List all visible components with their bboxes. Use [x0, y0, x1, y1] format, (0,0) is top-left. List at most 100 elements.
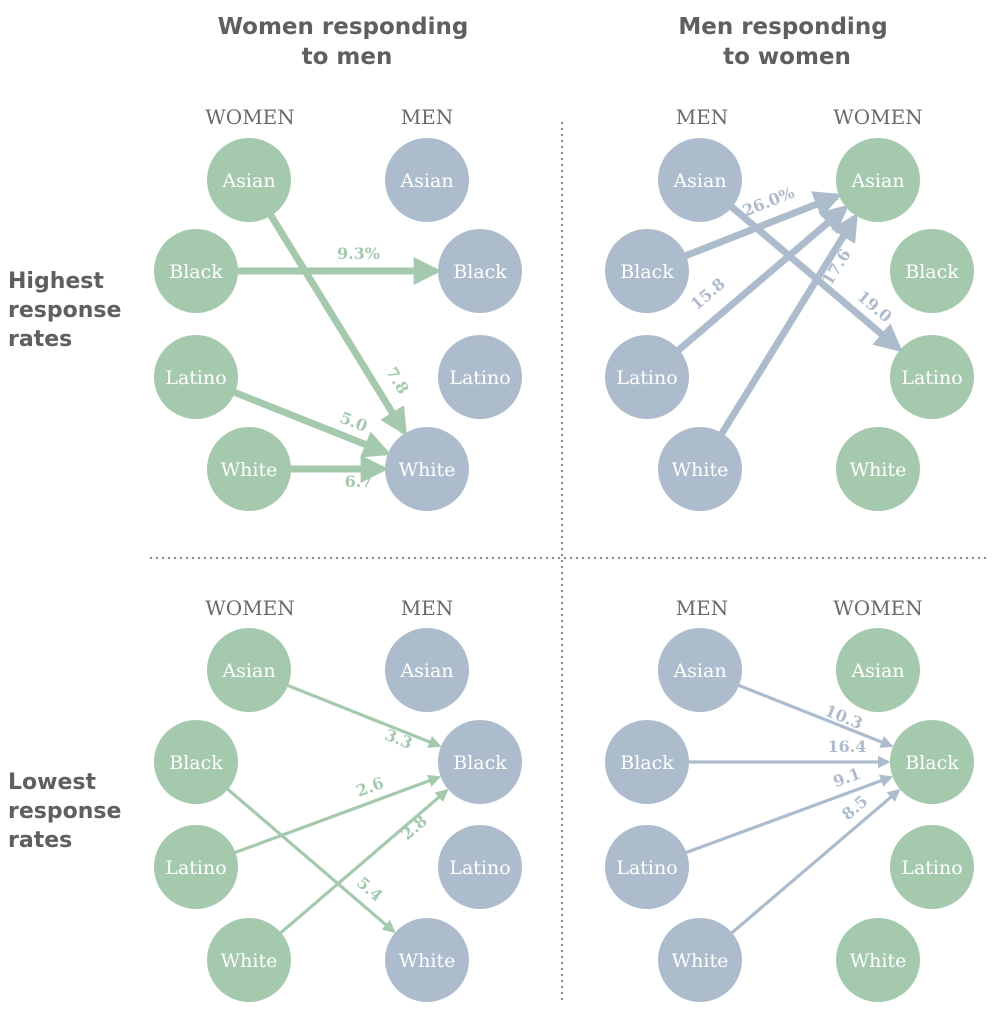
node-label: Black — [453, 752, 507, 774]
row-label-highest-line-2: response — [8, 298, 121, 323]
arrow-value-label: 9.1 — [830, 764, 863, 791]
node-label: Black — [169, 752, 223, 774]
arrow-value-label: 2.8 — [397, 811, 431, 844]
node-label: Black — [620, 752, 674, 774]
node-bottom-left-left-latino: Latino — [154, 825, 238, 909]
node-label: White — [850, 459, 907, 481]
arrow-value-label: 3.3 — [382, 725, 415, 753]
node-label: Latino — [616, 857, 677, 879]
arrow-bottom-left-black-to-white — [222, 784, 396, 934]
node-label: Latino — [901, 367, 962, 389]
node-circle — [438, 720, 522, 804]
node-circle — [605, 720, 689, 804]
node-label: Latino — [165, 857, 226, 879]
panel-bottom-left-right-header: MEN — [401, 596, 454, 620]
node-label: Latino — [616, 367, 677, 389]
node-label: Latino — [449, 857, 510, 879]
row-label-lowest-line-3: rates — [8, 828, 72, 853]
panel-top-right-left-header: MEN — [676, 105, 729, 129]
node-top-right-right-asian: Asian — [836, 138, 920, 222]
node-label: White — [221, 950, 278, 972]
node-label: Asian — [221, 170, 275, 192]
node-circle — [890, 335, 974, 419]
node-bottom-left-right-latino: Latino — [438, 825, 522, 909]
node-label: White — [850, 950, 907, 972]
node-top-right-left-black: Black — [605, 229, 689, 313]
node-label: White — [672, 950, 729, 972]
row-label-highest-line-1: Highest — [8, 269, 104, 294]
column-title-women: Women responding to men — [218, 14, 477, 70]
node-top-right-left-asian: Asian — [658, 138, 742, 222]
node-circle — [836, 138, 920, 222]
node-bottom-right-right-asian: Asian — [836, 628, 920, 712]
node-circle — [890, 229, 974, 313]
arrow-value-label: 16.4 — [828, 737, 867, 756]
node-circle — [438, 825, 522, 909]
node-label: Black — [620, 261, 674, 283]
arrow-bottom-left-latino-to-black — [229, 774, 442, 857]
node-bottom-right-left-asian: Asian — [658, 628, 742, 712]
node-circle — [438, 229, 522, 313]
arrow-top-left-latino-to-white — [228, 387, 392, 458]
node-top-left-right-white: White — [385, 427, 469, 511]
node-circle — [438, 335, 522, 419]
arrow-value-label: 6.7 — [345, 472, 373, 491]
column-title-men-line-2: to women — [723, 44, 851, 70]
node-label: Asian — [672, 660, 726, 682]
panel-top-left-right-header: MEN — [401, 105, 454, 129]
node-top-left-right-asian: Asian — [385, 138, 469, 222]
node-circle — [890, 825, 974, 909]
node-top-left-left-white: White — [207, 427, 291, 511]
node-circle — [154, 335, 238, 419]
arrow-value-label: 19.0 — [853, 287, 895, 327]
node-top-left-right-latino: Latino — [438, 335, 522, 419]
arrow-top-right-asian-to-latino — [725, 200, 903, 353]
arrow-value-label: 2.6 — [354, 773, 387, 800]
panel-top-right-right-header: WOMEN — [833, 105, 923, 129]
node-label: Latino — [901, 857, 962, 879]
arrow-bottom-right-white-to-black — [726, 788, 901, 938]
node-bottom-left-left-black: Black — [154, 720, 238, 804]
node-top-right-left-latino: Latino — [605, 335, 689, 419]
row-label-lowest: Lowest response rates — [8, 770, 129, 853]
node-label: White — [221, 459, 278, 481]
node-circle — [836, 427, 920, 511]
node-circle — [836, 918, 920, 1002]
node-top-left-left-latino: Latino — [154, 335, 238, 419]
node-circle — [207, 918, 291, 1002]
arrow-bottom-left-white-to-black — [275, 788, 449, 938]
node-circle — [207, 138, 291, 222]
column-title-women-line-2: to men — [302, 44, 393, 70]
node-bottom-left-right-asian: Asian — [385, 628, 469, 712]
node-label: Black — [453, 261, 507, 283]
node-circle — [890, 720, 974, 804]
node-circle — [385, 918, 469, 1002]
row-label-highest-line-3: rates — [8, 327, 72, 352]
arrow-top-right-white-to-asian — [715, 212, 858, 441]
row-label-highest: Highest response rates — [8, 269, 129, 352]
node-label: Asian — [221, 660, 275, 682]
panel-top-left-left-header: WOMEN — [205, 105, 295, 129]
node-label: Black — [905, 752, 959, 774]
node-bottom-right-left-white: White — [658, 918, 742, 1002]
node-top-left-left-asian: Asian — [207, 138, 291, 222]
panel-bottom-right-left-header: MEN — [676, 596, 729, 620]
arrow-bottom-right-latino-to-black — [680, 774, 894, 857]
node-bottom-right-right-latino: Latino — [890, 825, 974, 909]
arrow-value-label: 15.8 — [687, 274, 729, 314]
arrow-value-label: 9.3% — [337, 244, 380, 263]
node-circle — [605, 335, 689, 419]
node-circle — [658, 918, 742, 1002]
row-label-lowest-line-2: response — [8, 799, 121, 824]
node-circle — [605, 229, 689, 313]
node-label: Asian — [399, 170, 453, 192]
column-title-men: Men responding to women — [678, 14, 895, 70]
node-circle — [385, 427, 469, 511]
node-label: Latino — [165, 367, 226, 389]
arrow-value-label: 7.8 — [382, 364, 413, 398]
panel-bottom-right-right-header: WOMEN — [833, 596, 923, 620]
node-circle — [658, 628, 742, 712]
node-bottom-right-left-black: Black — [605, 720, 689, 804]
